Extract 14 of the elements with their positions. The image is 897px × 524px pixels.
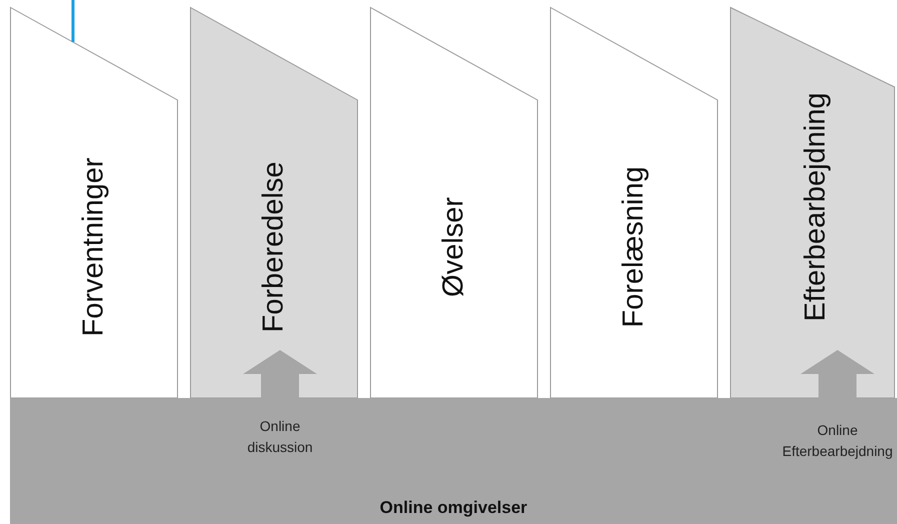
pentagon-panel (190, 7, 358, 398)
panel-label: Øvelser (440, 197, 468, 297)
panel-label: Forberedelse (260, 162, 288, 332)
pentagon-panel (370, 7, 538, 398)
pentagon-panel (550, 7, 718, 398)
activity-label: Online Efterbearbejdning (781, 421, 894, 461)
platform-band (10, 398, 897, 524)
pentagon-panel (10, 7, 178, 398)
panel-label: Efterbearbejdning (802, 92, 830, 322)
band-title: Online omgivelser (378, 498, 528, 518)
panel-label: Forelæsning (620, 166, 648, 328)
activity-label: Online diskussion (246, 417, 314, 457)
pentagon-panel (730, 7, 895, 398)
panel-label: Forventninger (80, 158, 108, 336)
